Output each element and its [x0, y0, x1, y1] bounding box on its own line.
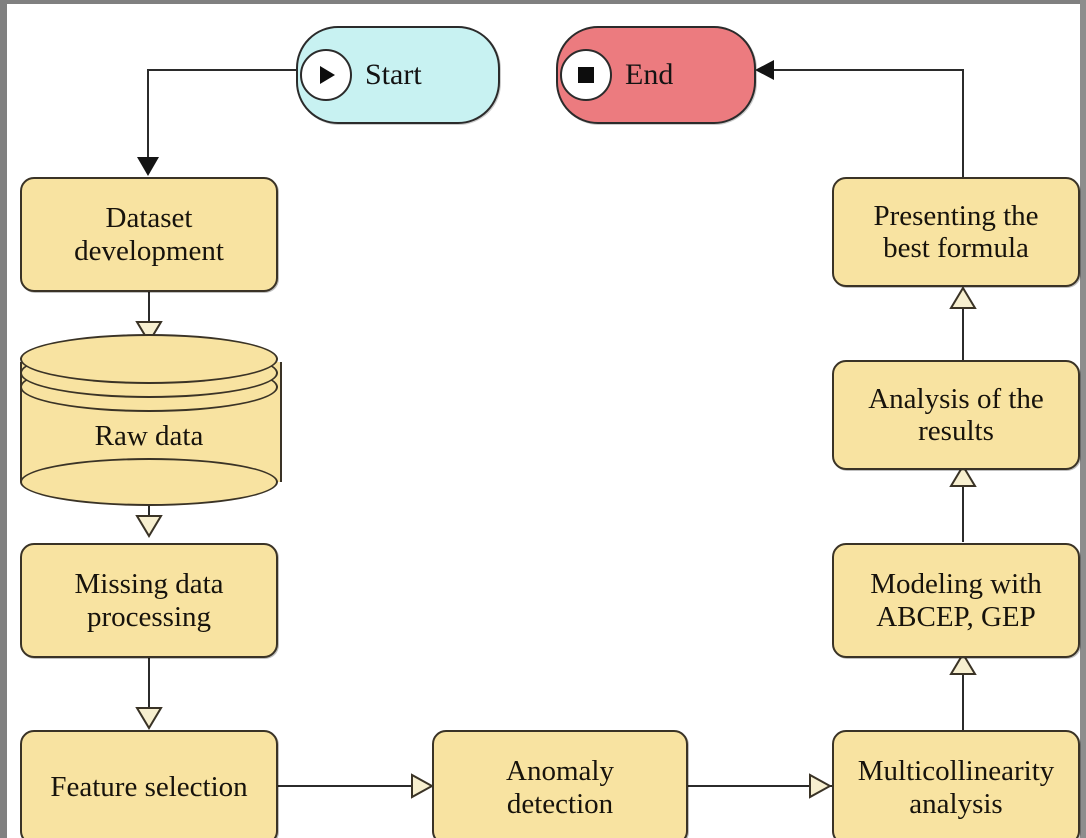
edge-presenting-to-end-horizontal — [773, 69, 963, 71]
node-feature-selection[interactable]: Feature selection — [20, 730, 278, 838]
node-feature-selection-label: Feature selection — [50, 771, 248, 804]
node-presenting-line2: best formula — [883, 232, 1029, 264]
edge-start-to-dataset-horizontal — [148, 69, 298, 71]
cylinder-bottom — [20, 458, 278, 506]
page-frame-top — [0, 0, 1086, 4]
node-modeling-line1: Modeling with — [870, 568, 1042, 601]
node-anomaly-detection[interactable]: Anomaly detection — [432, 730, 688, 838]
node-analysis-line1: Analysis of the — [868, 382, 1044, 415]
terminal-end-label: End — [625, 58, 674, 91]
node-raw-data[interactable]: Raw data — [20, 334, 282, 506]
edge-presenting-to-end-vertical — [962, 69, 964, 179]
terminal-start[interactable]: Start — [296, 26, 500, 124]
node-missing-data-line2: processing — [86, 600, 212, 633]
page-frame-right — [1080, 0, 1086, 838]
node-missing-data-processing[interactable]: Missing data processing — [20, 543, 278, 658]
page-frame-left — [0, 0, 7, 838]
edge-start-to-dataset-vertical — [147, 69, 149, 159]
stop-square-icon — [560, 49, 612, 101]
arrowhead-open-rawdata — [135, 320, 163, 344]
cylinder-disc-1 — [20, 334, 278, 384]
edge-dataset-to-rawdata — [148, 292, 150, 334]
node-dataset-development[interactable]: Dataset development — [20, 177, 278, 292]
edge-multicollinearity-to-modeling — [962, 658, 964, 730]
play-triangle-icon — [300, 49, 352, 101]
node-raw-data-label: Raw data — [94, 420, 204, 452]
terminal-end[interactable]: End — [556, 26, 756, 124]
node-analysis-of-results[interactable]: Analysis of the results — [832, 360, 1080, 470]
edge-featureselection-to-anomaly — [278, 785, 436, 787]
node-presenting-line1: Presenting the — [873, 199, 1039, 232]
terminal-start-label: Start — [365, 58, 422, 91]
cropped-caption-fragment: —————— — [262, 0, 822, 6]
node-dataset-development-line1: Dataset — [105, 202, 193, 235]
arrowhead-open-featureselection — [135, 706, 163, 730]
node-modeling[interactable]: Modeling with ABCEP, GEP — [832, 543, 1080, 658]
node-multicollinearity-line2: analysis — [909, 787, 1003, 820]
node-anomaly-detection-line1: Anomaly — [506, 755, 614, 788]
node-dataset-development-line2: development — [74, 234, 224, 267]
arrowhead-open-missingdata — [135, 514, 163, 538]
arrowhead-open-analysis — [949, 464, 977, 488]
edge-modeling-to-analysis — [962, 470, 964, 542]
edge-rawdata-to-missingdata — [148, 482, 150, 530]
arrowhead-open-anomaly — [410, 773, 434, 799]
arrowhead-open-presenting — [949, 286, 977, 310]
node-multicollinearity-line1: Multicollinearity — [857, 755, 1055, 788]
edge-analysis-to-presenting — [962, 292, 964, 360]
node-missing-data-line1: Missing data — [74, 568, 224, 601]
node-anomaly-detection-line2: detection — [506, 787, 614, 820]
node-presenting-best-formula[interactable]: Presenting the best formula — [832, 177, 1080, 287]
arrowhead-open-modeling — [949, 652, 977, 676]
arrowhead-open-multicollinearity — [808, 773, 832, 799]
edge-anomaly-to-multicollinearity — [688, 785, 834, 787]
node-multicollinearity-analysis[interactable]: Multicollinearity analysis — [832, 730, 1080, 838]
node-modeling-line2: ABCEP, GEP — [876, 600, 1036, 633]
edge-missingdata-to-featureselection — [148, 658, 150, 720]
arrowhead-solid-dataset — [137, 157, 159, 176]
arrowhead-solid-end — [755, 60, 774, 80]
node-analysis-line2: results — [918, 415, 994, 447]
